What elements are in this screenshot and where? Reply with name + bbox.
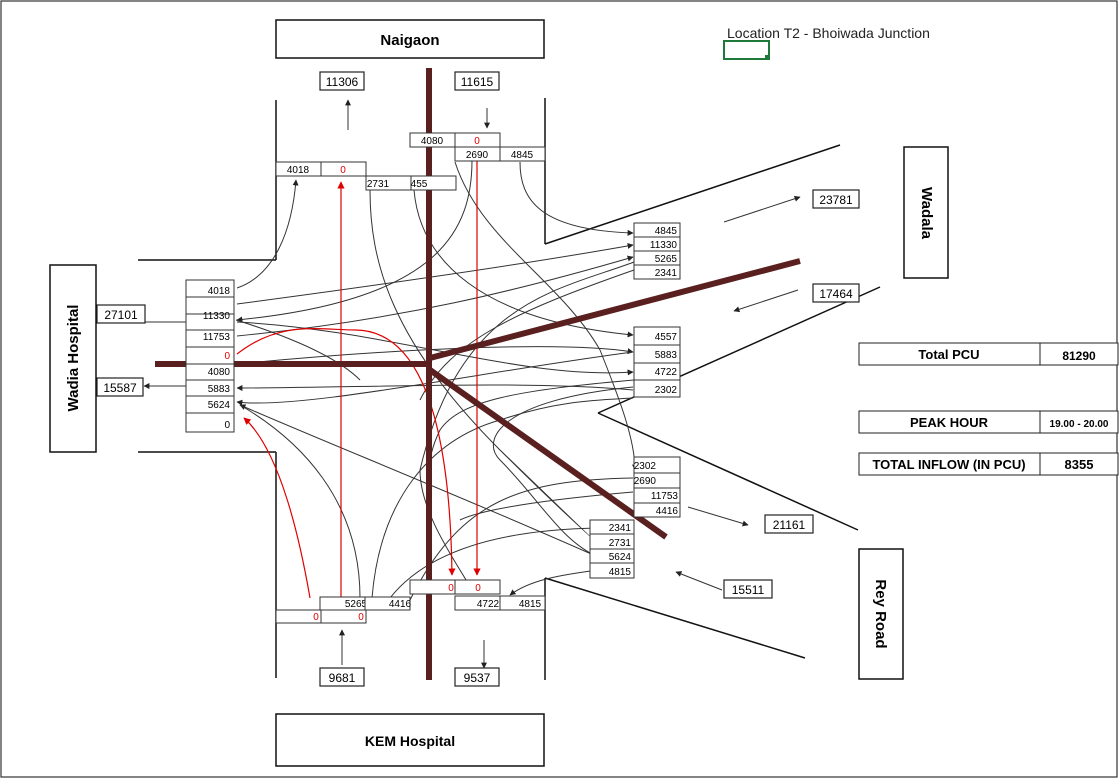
cell-value: 4722	[477, 599, 500, 610]
zero-flow-lines	[236, 160, 481, 599]
leg-name-west: Wadia Hospital	[65, 305, 82, 412]
total-inflow-label: TOTAL INFLOW (IN PCU)	[872, 457, 1025, 472]
cell-value: 2341	[655, 268, 678, 279]
peak-hour-label: PEAK HOUR	[910, 415, 989, 430]
rey-road-cells: 2302 2690 11753 4416 2341 2731 5624 4815	[589, 456, 681, 579]
leg-total: 17464	[819, 287, 853, 301]
leg-total: 15511	[732, 583, 765, 597]
cell-value-zero: 0	[474, 136, 480, 147]
leg-name-east: Wadala	[918, 187, 935, 240]
leg-total: 27101	[104, 308, 138, 322]
leg-total: 9681	[329, 671, 356, 685]
east-cells: 4845 11330 5265 2341 4557 5883 4722 2302	[633, 222, 681, 398]
cell-value: 2690	[466, 150, 489, 161]
cell-value-zero: 0	[313, 612, 319, 623]
cell-value: 455	[411, 179, 428, 190]
cell-value: 4845	[655, 226, 678, 237]
cell-value: 5624	[609, 552, 632, 563]
leg-name-boxes: Naigaon KEM Hospital Wadia Hospital Wada…	[49, 19, 949, 767]
north-cells: 4080 0 2690 4845 4018 0 2731 455	[275, 132, 546, 191]
total-pcu-value: 81290	[1062, 349, 1096, 363]
cell-value: 4018	[287, 165, 310, 176]
cell-value: 4018	[208, 286, 231, 297]
cell-value: 5624	[208, 400, 231, 411]
cell-value: 4416	[656, 506, 679, 517]
cell-value: 5265	[345, 599, 368, 610]
summary-table: Total PCU 81290 PEAK HOUR 19.00 - 20.00 …	[858, 342, 1119, 476]
cell-value: 5883	[208, 384, 231, 395]
cell-value: 11330	[650, 240, 678, 251]
cell-value: 2731	[367, 179, 390, 190]
fill-handle[interactable]	[765, 55, 770, 60]
selected-cell[interactable]	[723, 40, 770, 60]
peak-hour-value: 19.00 - 20.00	[1050, 419, 1109, 430]
cell-value: 2690	[634, 476, 657, 487]
cell-value: 4557	[655, 332, 678, 343]
cell-value: 2302	[655, 385, 678, 396]
total-pcu-label: Total PCU	[918, 347, 979, 362]
leg-total: 9537	[464, 671, 491, 685]
leg-total: 15587	[103, 381, 137, 395]
cell-value: 4815	[609, 567, 632, 578]
west-cells: 4018 11330 11753 0 4080 5883 5624 0	[185, 279, 235, 433]
leg-name-south: KEM Hospital	[365, 733, 455, 749]
cell-value: 2341	[609, 523, 632, 534]
location-title: Location T2 - Bhoiwada Junction	[727, 25, 930, 41]
cell-value: 5265	[655, 254, 678, 265]
cell-value-zero: 0	[475, 583, 481, 594]
leg-name-rey-road: Rey Road	[872, 579, 889, 648]
cell-value: 0	[224, 420, 230, 431]
cell-value-zero: 0	[224, 351, 230, 362]
cell-value: 11753	[203, 332, 231, 343]
road-boundaries	[138, 98, 881, 680]
cell-value: 4080	[421, 136, 444, 147]
south-cells: 5265 4416 0 0 0 0 4722 4815	[275, 579, 546, 624]
cell-value: 11330	[203, 311, 231, 322]
cell-value-zero: 0	[340, 165, 346, 176]
cell-value: 11753	[651, 491, 679, 502]
cell-value: 2731	[609, 538, 632, 549]
leg-total: 21161	[773, 518, 806, 532]
leg-total: 11306	[326, 75, 359, 89]
cell-value: 4722	[655, 367, 678, 378]
cell-value-zero: 0	[358, 612, 364, 623]
cell-value: 5883	[655, 350, 678, 361]
leg-name-north: Naigaon	[380, 32, 439, 49]
total-inflow-value: 8355	[1065, 457, 1094, 472]
cell-value: 4416	[389, 599, 412, 610]
cell-value-zero: 0	[448, 583, 454, 594]
cell-value: 4080	[208, 367, 231, 378]
cell-value: 4845	[511, 150, 534, 161]
leg-total-boxes: 11306 11615 27101 15587 23781 17464 2116…	[96, 71, 860, 687]
leg-total: 23781	[819, 193, 853, 207]
cell-value: 2302	[634, 461, 657, 472]
leg-total: 11615	[461, 75, 494, 89]
cell-value: 4815	[519, 599, 542, 610]
